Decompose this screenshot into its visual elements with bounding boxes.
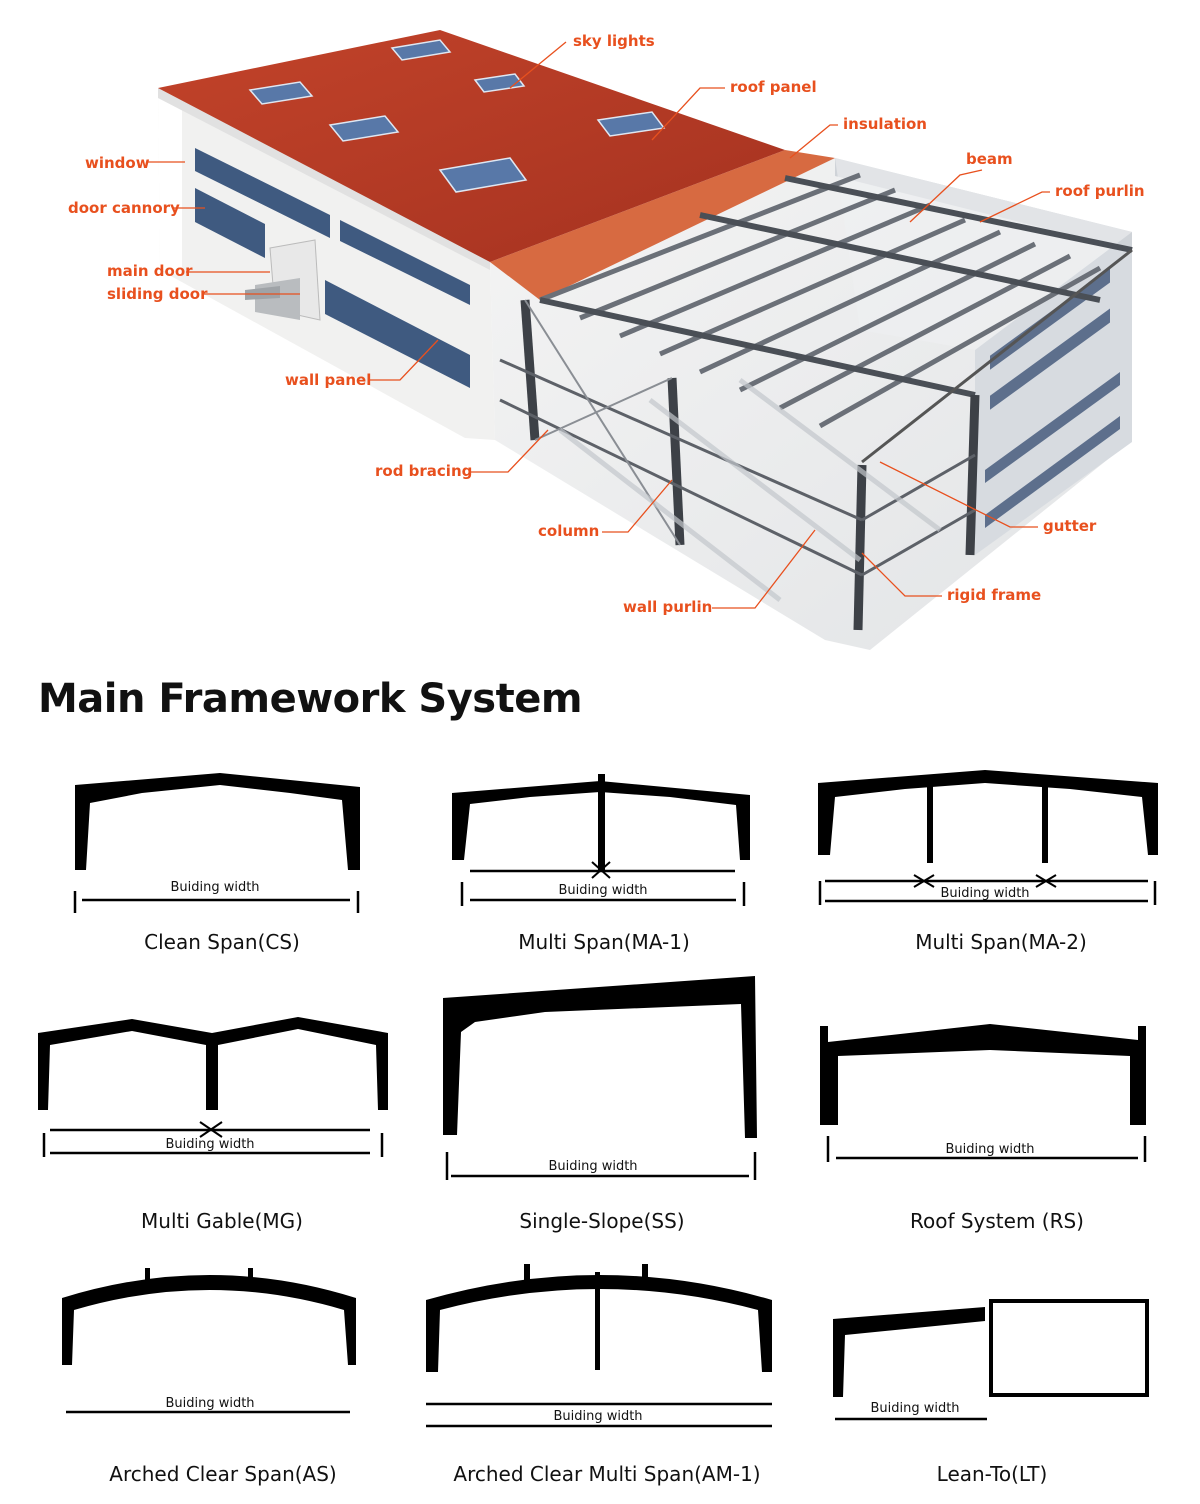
width-label: Buiding width <box>553 1409 642 1424</box>
label-insulation: insulation <box>789 115 927 159</box>
rafters <box>539 175 1133 398</box>
frame-roof-system: Buiding width <box>820 1024 1147 1162</box>
label-door-cannory: door cannory <box>68 199 205 217</box>
label-rigid-frame: rigid frame <box>861 552 1041 604</box>
frame-multi-span-ma1: Buiding width <box>452 774 750 906</box>
end-wall <box>975 232 1132 555</box>
frame-single-slope: Buiding width <box>443 976 757 1180</box>
width-label: Buiding width <box>165 1396 254 1411</box>
side-wall-windows-lower <box>195 188 470 388</box>
width-label: Buiding width <box>940 886 1029 901</box>
label-gutter-text: gutter <box>1043 517 1097 535</box>
label-window: window <box>85 154 185 172</box>
width-label: Buiding width <box>165 1137 254 1152</box>
label-wall-purlin: wall purlin <box>623 529 816 616</box>
caption-roof-system: Roof System (RS) <box>909 1209 1084 1233</box>
label-rigid-frame-text: rigid frame <box>947 586 1041 604</box>
side-wall-windows-upper <box>195 148 470 305</box>
label-main-door: main door <box>107 262 270 280</box>
frame-arched-clear-span: Buiding width <box>62 1268 356 1414</box>
caption-single-slope: Single-Slope(SS) <box>519 1209 685 1233</box>
width-label: Buiding width <box>558 883 647 898</box>
roof-purlins <box>539 172 1102 429</box>
label-beam-text: beam <box>966 150 1013 168</box>
label-main-door-text: main door <box>107 262 193 280</box>
caption-arched-clear-span: Arched Clear Span(AS) <box>109 1462 337 1486</box>
label-door-cannory-text: door cannory <box>68 199 180 217</box>
label-wall-panel: wall panel <box>285 339 439 389</box>
end-wall-window-row-2 <box>985 416 1120 528</box>
label-roof-panel-text: roof panel <box>730 78 817 96</box>
width-label: Buiding width <box>945 1142 1034 1157</box>
insulation-layer <box>490 150 835 300</box>
label-sky-lights: sky lights <box>509 32 655 89</box>
frame-multi-span-ma2: Buiding width <box>818 770 1158 905</box>
caption-multi-gable: Multi Gable(MG) <box>141 1209 303 1233</box>
sky-lights <box>248 39 666 193</box>
label-beam: beam <box>909 150 1013 223</box>
caption-multi-span-ma1: Multi Span(MA-1) <box>518 930 690 954</box>
label-wall-purlin-text: wall purlin <box>623 598 712 616</box>
label-rod-bracing-text: rod bracing <box>375 462 472 480</box>
frame-lean-to: Buiding width <box>833 1299 1149 1421</box>
label-roof-purlin: roof purlin <box>979 182 1145 223</box>
width-label: Buiding width <box>170 880 259 895</box>
label-sliding-door-text: sliding door <box>107 285 208 303</box>
frame-clean-span: Buiding width <box>73 773 360 913</box>
label-roof-purlin-text: roof purlin <box>1055 182 1145 200</box>
section-title: Main Framework System <box>38 676 583 722</box>
label-insulation-text: insulation <box>843 115 927 133</box>
label-roof-panel: roof panel <box>651 78 817 141</box>
frame-multi-gable: Buiding width <box>38 1017 388 1157</box>
width-label: Buiding width <box>548 1159 637 1174</box>
caption-clean-span: Clean Span(CS) <box>144 930 300 954</box>
label-sliding-door: sliding door <box>107 285 300 303</box>
label-gutter: gutter <box>879 461 1097 535</box>
caption-arched-clear-multi-span: Arched Clear Multi Span(AM-1) <box>453 1462 761 1486</box>
gutter <box>861 248 1133 464</box>
label-sky-lights-text: sky lights <box>573 32 655 50</box>
roof-panel <box>158 30 785 262</box>
label-rod-bracing: rod bracing <box>375 429 549 480</box>
building-illustration: sky lights roof panel insulation beam ro… <box>68 30 1145 650</box>
label-column: column <box>538 479 673 540</box>
label-wall-panel-text: wall panel <box>285 371 371 389</box>
caption-lean-to: Lean-To(LT) <box>936 1462 1048 1486</box>
end-wall-window-row-1 <box>985 372 1120 483</box>
caption-multi-span-ma2: Multi Span(MA-2) <box>915 930 1087 954</box>
main-door <box>245 286 280 300</box>
label-window-text: window <box>85 154 150 172</box>
width-label: Buiding width <box>870 1401 959 1416</box>
frame-arched-clear-multi-span: Buiding width <box>426 1264 772 1428</box>
label-column-text: column <box>538 522 599 540</box>
